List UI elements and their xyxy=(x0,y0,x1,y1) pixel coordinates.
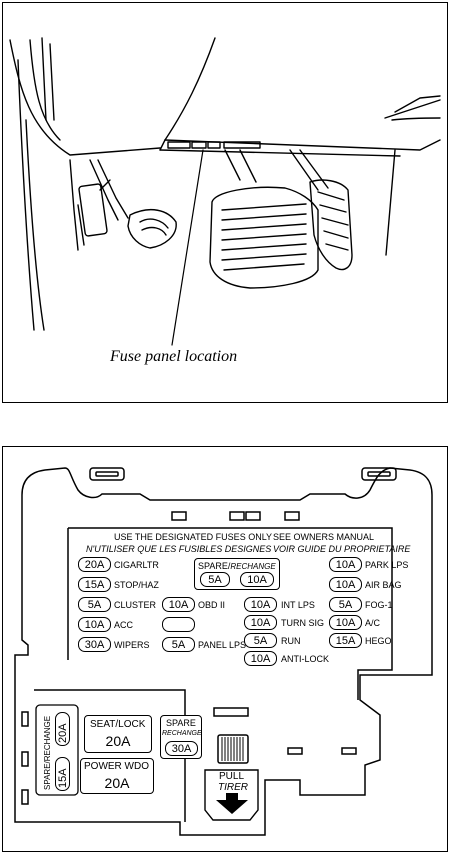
label-air-bag: AIR BAG xyxy=(365,580,402,590)
label-cigarltr: CIGARLTR xyxy=(114,560,159,570)
label-turn-sig: TURN SIG xyxy=(281,618,325,628)
notice-en: USE THE DESIGNATED FUSES ONLY xyxy=(114,532,273,542)
kick-panel xyxy=(17,59,79,331)
fuse-stop-haz[interactable]: 15A xyxy=(78,577,111,592)
fuse-fog-1[interactable]: 5A xyxy=(329,597,362,612)
fuse-turn-sig[interactable]: 10A xyxy=(244,615,277,630)
side-spare-label: SPARE/RECHANGE xyxy=(43,715,52,790)
label-acc: ACC xyxy=(114,620,134,630)
notice-fr: N'UTILISER QUE LES FUSIBLES DESIGNES xyxy=(86,544,272,554)
fuse-cigarltr[interactable]: 20A xyxy=(78,557,111,572)
label-spare-maxi: SPARE xyxy=(166,718,196,728)
spare-maxi-frame xyxy=(35,704,79,796)
manual-en: SEE OWNERS MANUAL xyxy=(273,532,375,542)
label-fog-1: FOG-1 xyxy=(365,600,393,610)
fuse-panel-under-dash xyxy=(167,141,261,149)
label-a-c: A/C xyxy=(365,618,381,628)
fuse-panel-lps[interactable]: 5A xyxy=(162,637,195,652)
parking-brake-pedal xyxy=(77,159,177,249)
fuse-park-lps[interactable]: 10A xyxy=(329,557,362,572)
label-stop-haz: STOP/HAZ xyxy=(114,580,159,590)
spare-label: SPARE/RECHANGE xyxy=(198,561,276,571)
fuse-run[interactable]: 5A xyxy=(244,633,277,648)
fuse-cluster[interactable]: 5A xyxy=(78,597,111,612)
dashboard-outline xyxy=(9,37,441,157)
label-obd-ii: OBD II xyxy=(198,600,226,610)
fuse-seat-lock[interactable] xyxy=(84,715,152,753)
fuse-panel-location-caption: Fuse panel location xyxy=(110,348,238,365)
fuse-hego[interactable]: 15A xyxy=(329,633,362,648)
spare-fuse-5a[interactable]: 5A xyxy=(200,572,230,587)
label-int-lps: INT LPS xyxy=(281,600,315,610)
pull-label-fr[interactable]: TIRER xyxy=(218,782,248,793)
fuse-air-bag[interactable]: 10A xyxy=(329,577,362,592)
fuse-a-c[interactable]: 10A xyxy=(329,615,362,630)
fuse-box-frame xyxy=(2,446,448,852)
spare-maxi-15a[interactable]: 15A xyxy=(55,757,70,791)
manual-fr: VOIR GUIDE DU PROPRIETAIRE xyxy=(273,544,411,554)
fuse-empty-slot[interactable] xyxy=(162,617,195,632)
label-power-wdo: POWER WDO xyxy=(84,761,149,772)
relay-hatch xyxy=(221,737,244,761)
label-wipers: WIPERS xyxy=(114,640,150,650)
spare-maxi-30a[interactable]: 30A xyxy=(165,741,198,756)
label-seat-lock: SEAT/LOCK xyxy=(90,719,146,730)
pull-tab xyxy=(204,769,259,821)
fuse-obd-ii[interactable]: 10A xyxy=(162,597,195,612)
fuse-int-lps[interactable]: 10A xyxy=(244,597,277,612)
pull-label[interactable]: PULL xyxy=(219,771,245,782)
accelerator-pedal xyxy=(289,149,353,271)
label-panel-lps: PANEL LPS xyxy=(198,640,247,650)
fuse-power-wdo[interactable] xyxy=(80,758,154,794)
label-anti-lock: ANTI-LOCK xyxy=(281,654,330,664)
label-hego: HEGO xyxy=(365,636,392,646)
label-spare-maxi-fr: RECHANGE xyxy=(162,730,202,737)
fuse-wipers[interactable]: 30A xyxy=(78,637,111,652)
pedal-area-frame xyxy=(2,2,448,403)
fuse-box-outline xyxy=(14,467,433,836)
spare-fuse-10a[interactable]: 10A xyxy=(240,572,274,587)
brake-pedal xyxy=(209,149,319,289)
fuse-anti-lock[interactable]: 10A xyxy=(244,651,277,666)
label-park-lps: PARK LPS xyxy=(365,560,409,570)
amp-seat-lock: 20A xyxy=(105,733,131,749)
amp-power-wdo: 20A xyxy=(104,775,130,791)
spare-maxi-20a[interactable]: 20A xyxy=(55,712,70,746)
label-run: RUN xyxy=(281,636,301,646)
fuse-acc[interactable]: 10A xyxy=(78,617,111,632)
label-cluster: CLUSTER xyxy=(114,600,157,610)
